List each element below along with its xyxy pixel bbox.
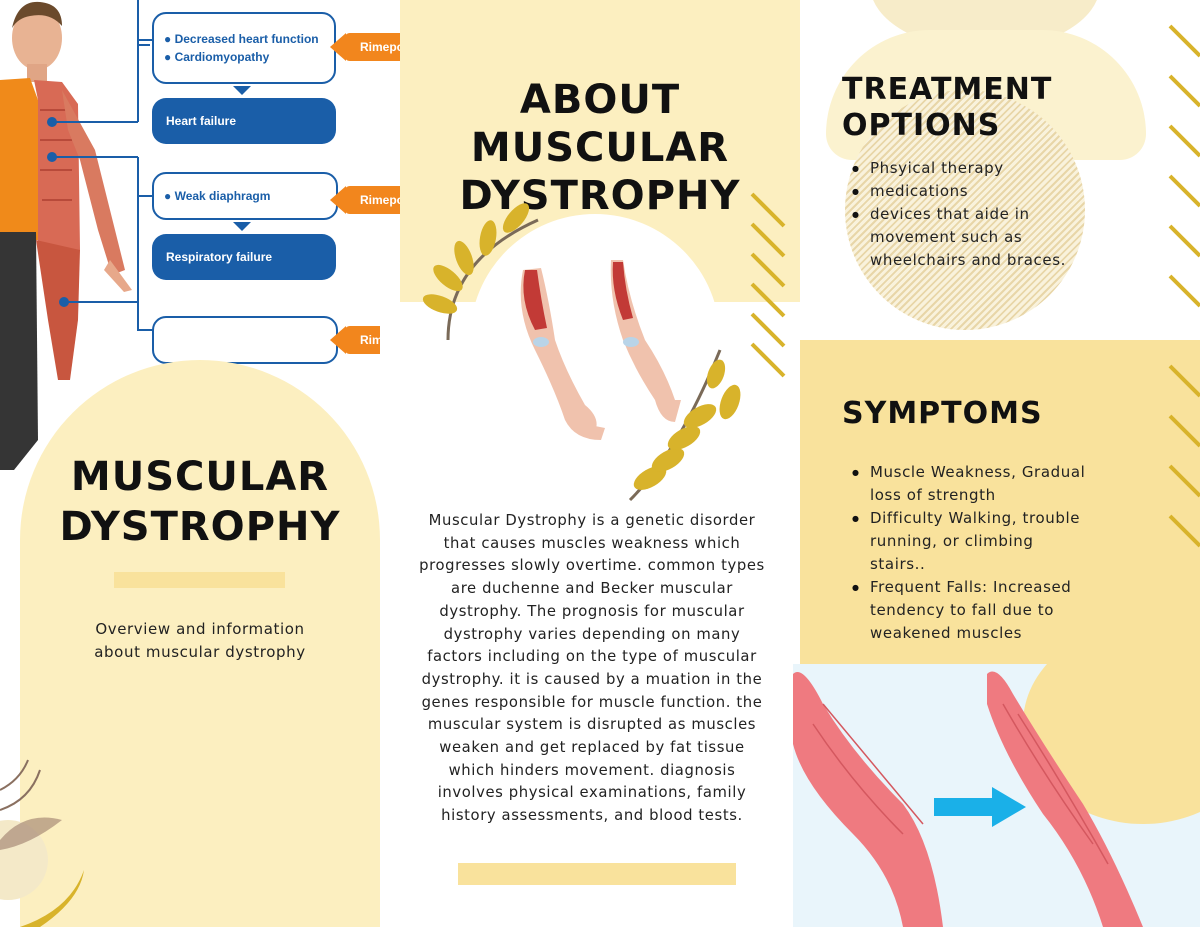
orange-tag: Rimepo	[344, 186, 404, 214]
stripe-decoration	[1168, 24, 1200, 308]
stripe-decoration	[750, 192, 786, 378]
diagram-connectors	[137, 0, 251, 331]
boy-anatomy-photo	[0, 1, 138, 470]
muscle-illustration	[793, 671, 1143, 927]
diagram-result-respiratory: Respiratory failure	[152, 234, 336, 280]
symptoms-list: Muscle Weakness, Gradual loss of strengt…	[842, 461, 1092, 645]
cover-subtitle: Overview and information about muscular …	[94, 620, 306, 661]
title-underline	[114, 572, 285, 588]
diagram-item: ● Decreased heart function	[164, 32, 319, 46]
title-arch	[20, 360, 380, 927]
treatment-title: TREATMENT OPTIONS	[842, 72, 1053, 143]
wheat-branch-icon	[422, 203, 539, 340]
orange-arrow-icon	[330, 186, 346, 214]
about-body: Muscular Dystrophy is a genetic disorder…	[419, 512, 765, 825]
about-title: ABOUT MUSCULAR DYSTROPHY	[459, 77, 741, 219]
list-item: devices that aide in movement such as wh…	[852, 203, 1092, 272]
diagram-box-diaphragm: ● Weak diaphragm	[152, 172, 338, 220]
list-item: Difficulty Walking, trouble running, or …	[852, 507, 1092, 576]
cover-title: MUSCULAR DYSTROPHY	[59, 454, 341, 550]
diagram-box-third	[152, 316, 338, 364]
list-item: Frequent Falls: Increased tendency to fa…	[852, 576, 1092, 645]
orange-arrow-icon	[330, 33, 346, 61]
arrow-right-icon	[934, 787, 1026, 827]
list-item: medications	[852, 180, 1092, 203]
list-item: Muscle Weakness, Gradual loss of strengt…	[852, 461, 1092, 507]
diagram-result-heart: Heart failure	[152, 98, 336, 144]
diagram-item: ● Cardiomyopathy	[164, 50, 270, 64]
orange-arrow-icon	[330, 326, 346, 354]
diagram-box-heart: ● Decreased heart function ● Cardiomyopa…	[152, 12, 336, 84]
body-underline	[458, 863, 736, 885]
list-item: Phsyical therapy	[852, 157, 1092, 180]
symptoms-title: SYMPTOMS	[842, 396, 1043, 431]
stripe-decoration	[1168, 364, 1200, 548]
wheat-branch-icon	[628, 349, 741, 502]
arm-muscle-illustration	[520, 260, 681, 440]
orange-tag: Rimepo	[344, 33, 404, 61]
treatment-list: Phsyical therapy medications devices tha…	[842, 157, 1092, 272]
leaf-decoration-icon	[0, 759, 84, 927]
